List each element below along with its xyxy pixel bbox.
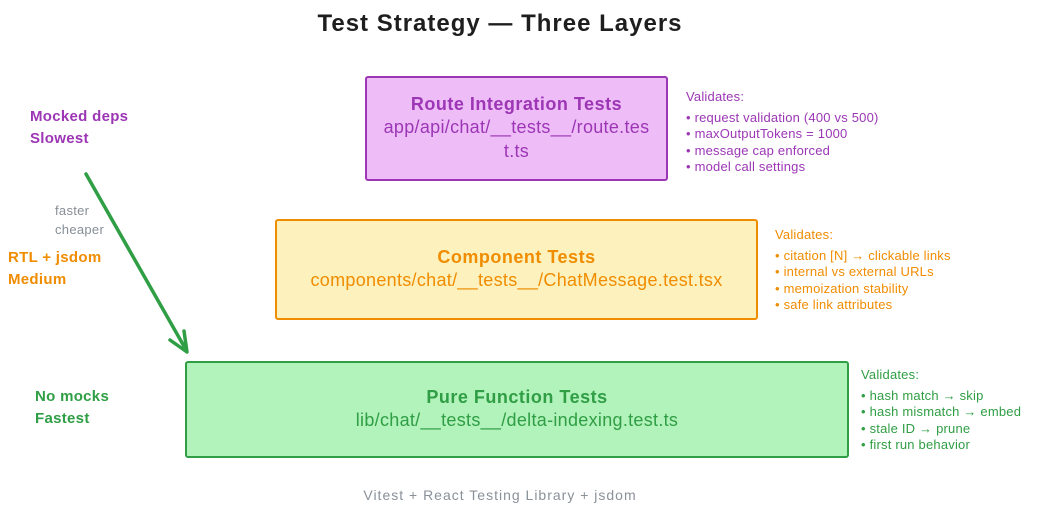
rtl-jsdom-note: RTL + jsdom Medium xyxy=(8,247,101,291)
component-validates-label: Validates: xyxy=(775,227,834,242)
note-line: No mocks xyxy=(35,388,110,405)
pure-box-path: lib/chat/__tests__/delta-indexing.test.t… xyxy=(355,409,679,430)
validates-item: request validation (400 vs 500) xyxy=(686,110,879,127)
note-line: faster xyxy=(55,203,90,218)
validates-item: maxOutputTokens = 1000 xyxy=(686,126,879,143)
pure-validates-label: Validates: xyxy=(861,367,920,382)
no-mocks-note: No mocks Fastest xyxy=(35,386,109,430)
note-line: Fastest xyxy=(35,409,90,427)
pure-validates-list: Validates: hash match → skip hash mismat… xyxy=(861,367,1021,454)
validates-item: memoization stability xyxy=(775,281,951,298)
footer-caption: Vitest + React Testing Library + jsdom xyxy=(363,487,637,503)
faster-cheaper-note: faster cheaper xyxy=(55,202,104,240)
note-line: Mocked deps xyxy=(30,108,129,125)
validates-item: message cap enforced xyxy=(686,143,879,160)
validates-item: stale ID → prune xyxy=(861,421,1021,438)
mocked-deps-note: Mocked deps Slowest xyxy=(30,106,128,150)
route-validates-list: Validates: request validation (400 vs 50… xyxy=(686,89,879,176)
speed-direction-arrow-icon xyxy=(84,172,189,354)
diagram-title: Test Strategy — Three Layers xyxy=(317,10,683,37)
note-line: Medium xyxy=(8,270,67,288)
validates-item: safe link attributes xyxy=(775,297,951,314)
note-line: Slowest xyxy=(30,129,89,147)
note-line: cheaper xyxy=(55,221,105,237)
route-box-path: app/api/chat/__tests__/route.test.ts xyxy=(383,116,650,161)
validates-item: citation [N] → clickable links xyxy=(775,248,951,265)
route-box-title: Route Integration Tests xyxy=(410,93,623,114)
pure-box-title: Pure Function Tests xyxy=(426,386,608,407)
route-integration-tests-box: Route Integration Tests app/api/chat/__t… xyxy=(365,76,668,181)
validates-item: first run behavior xyxy=(861,437,1021,454)
route-validates-label: Validates: xyxy=(686,89,745,104)
validates-item: internal vs external URLs xyxy=(775,264,951,281)
component-validates-list: Validates: citation [N] → clickable link… xyxy=(775,227,951,314)
component-tests-box: Component Tests components/chat/__tests_… xyxy=(275,219,758,320)
validates-item: hash match → skip xyxy=(861,388,1021,405)
validates-item: hash mismatch → embed xyxy=(861,404,1021,421)
validates-item: model call settings xyxy=(686,159,879,176)
component-box-title: Component Tests xyxy=(437,246,596,267)
pure-function-tests-box: Pure Function Tests lib/chat/__tests__/d… xyxy=(185,361,849,458)
note-line: RTL + jsdom xyxy=(8,249,102,266)
component-box-path: components/chat/__tests__/ChatMessage.te… xyxy=(310,269,723,290)
